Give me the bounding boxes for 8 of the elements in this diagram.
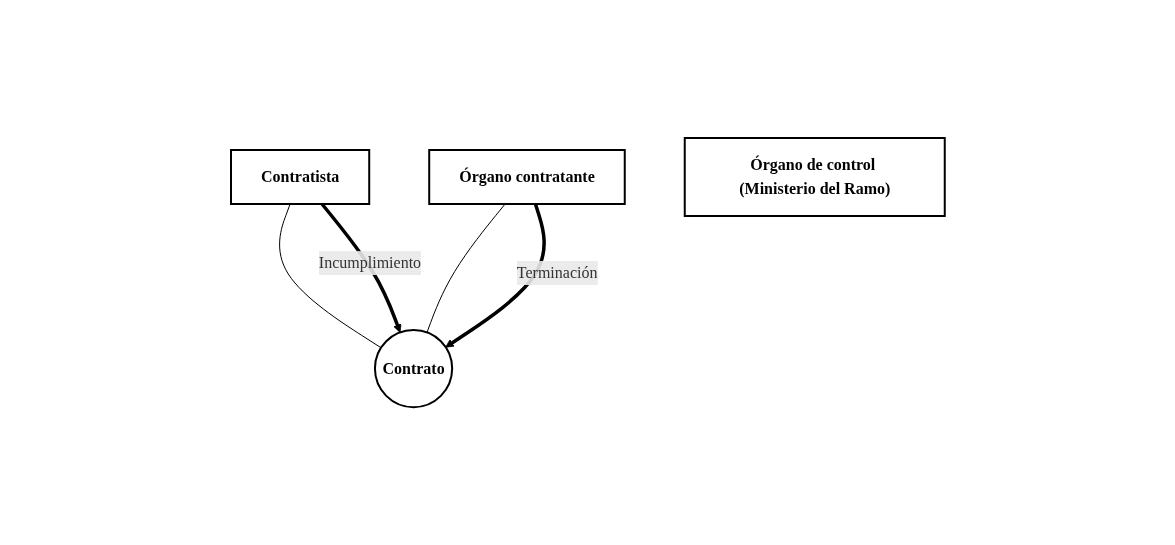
- connector: [278, 203, 382, 349]
- node-circle: Contrato: [373, 328, 453, 409]
- node-box: Órgano de control (Ministerio del Ramo): [683, 136, 946, 217]
- node-box: Contratista: [229, 148, 370, 205]
- edge-label: Terminación: [516, 263, 598, 281]
- connector: [426, 203, 506, 333]
- node-box: Órgano contratante: [427, 148, 626, 205]
- edge-label: Incumplimiento: [318, 254, 421, 272]
